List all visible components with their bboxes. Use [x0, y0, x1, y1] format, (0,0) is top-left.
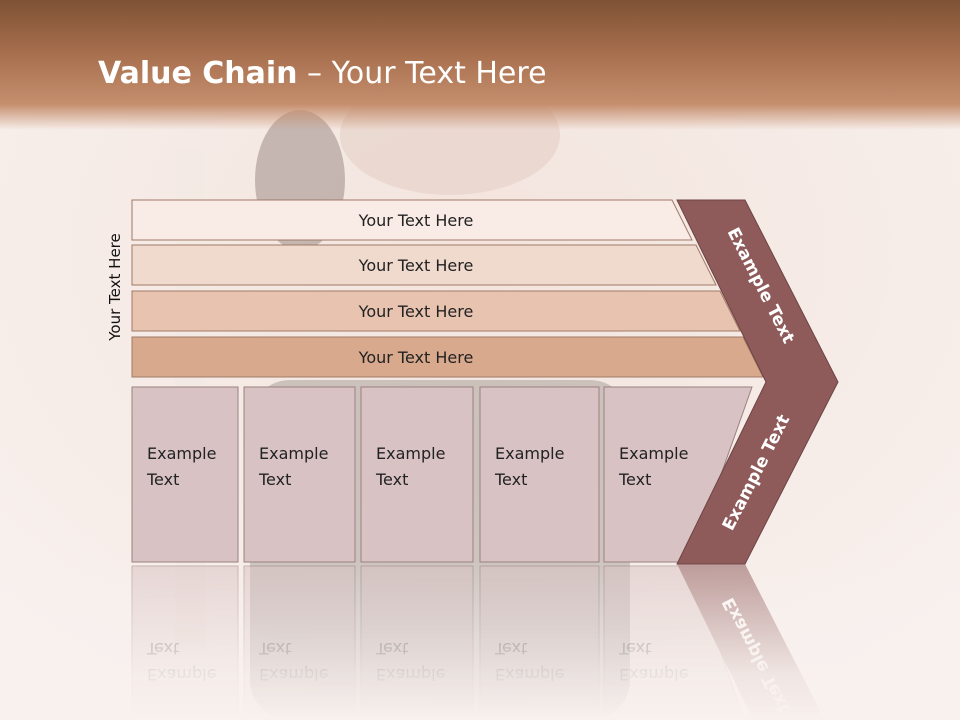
column-text-line2: Text	[258, 470, 291, 489]
column-text-line2: Text	[146, 639, 179, 658]
row-label-4: Your Text Here	[358, 348, 474, 367]
column-text-line2: Text	[494, 470, 527, 489]
row-label-2: Your Text Here	[358, 256, 474, 275]
row-bar-4: Your Text Here	[131, 336, 764, 378]
column-text-line2: Text	[258, 639, 291, 658]
slide-title: Value Chain – Your Text Here	[98, 56, 547, 91]
column-text-line2: Text	[618, 470, 651, 489]
column-text-line1: Example	[495, 665, 564, 684]
column-text-line1: Example	[147, 665, 216, 684]
column-text-line1: Example	[147, 444, 216, 463]
title-rest: – Your Text Here	[297, 56, 547, 91]
column-text-line1: Example	[259, 665, 328, 684]
column-reflection-3: Example Text	[360, 565, 474, 720]
column-text-line1: Example	[259, 444, 328, 463]
row-bar-1: Your Text Here	[131, 199, 693, 241]
column-reflection-5: Example Text	[603, 565, 746, 720]
title-bold: Value Chain	[98, 56, 298, 91]
column-text-line2: Text	[618, 639, 651, 658]
column-text-line2: Text	[375, 639, 408, 658]
title-bar	[0, 0, 960, 130]
column-text-line2: Text	[146, 470, 179, 489]
column-reflection-4: Example Text	[479, 565, 600, 720]
row-label-1: Your Text Here	[358, 211, 474, 230]
column-text-line1: Example	[376, 665, 445, 684]
column-text-line1: Example	[495, 444, 564, 463]
column-text-line1: Example	[619, 444, 688, 463]
column-text-line1: Example	[376, 444, 445, 463]
diagram-reflection: ExampleTextExampleTextExampleTextExample…	[131, 564, 825, 720]
column-text-line2: Text	[375, 470, 408, 489]
column-text-line1: Example	[619, 665, 688, 684]
row-label-3: Your Text Here	[358, 302, 474, 321]
row-bar-2: Your Text Here	[131, 244, 717, 286]
column-text-line2: Text	[494, 639, 527, 658]
column-reflection-2: Example Text	[243, 565, 356, 720]
row-bar-3: Your Text Here	[131, 290, 741, 332]
column-reflection-1: Example Text	[131, 565, 239, 720]
